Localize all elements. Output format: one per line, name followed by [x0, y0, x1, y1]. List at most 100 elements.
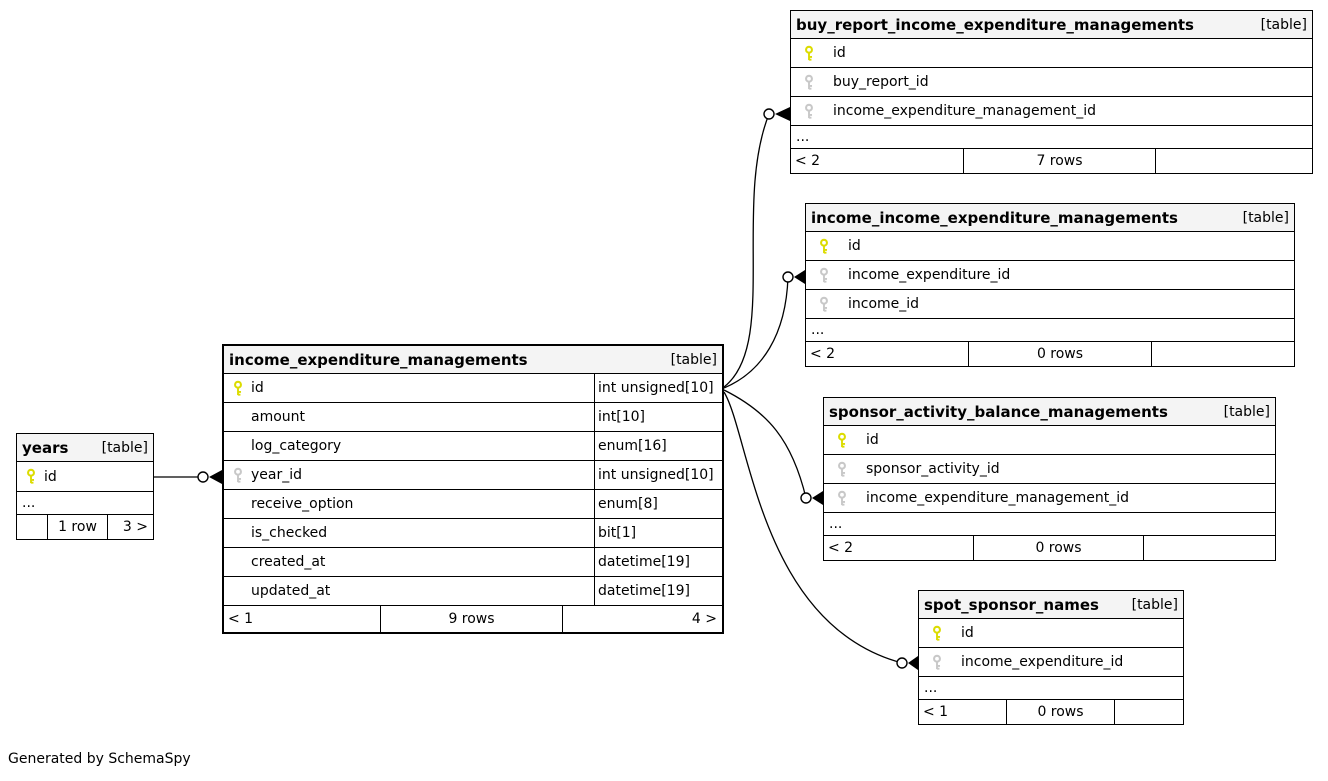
zero-one-circle: [763, 108, 775, 120]
column-type: int unsigned[10]: [594, 461, 722, 489]
ellipsis-row: ...: [919, 677, 1183, 700]
table-footer: < 1 0 rows: [919, 700, 1183, 724]
foreign-key-icon: [234, 467, 242, 483]
ellipsis: ...: [811, 322, 825, 338]
column-row: is_checked bit[1]: [224, 519, 722, 548]
table-buy-report-income-expenditure-managements[interactable]: buy_report_income_expenditure_management…: [790, 10, 1313, 174]
footer-children: 4 >: [562, 606, 722, 632]
column-name: year_id: [251, 467, 303, 483]
column-type: datetime[19]: [594, 548, 722, 576]
column-row: income_id: [806, 290, 1294, 319]
column-row: sponsor_activity_id: [824, 455, 1275, 484]
column-name: id: [866, 432, 879, 448]
column-type: bit[1]: [594, 519, 722, 547]
footer-children: [1114, 700, 1183, 724]
column-name: amount: [251, 409, 306, 425]
column-name: income_id: [848, 296, 920, 312]
footer-parents: < 1: [923, 704, 949, 720]
table-header[interactable]: income_expenditure_managements [table]: [224, 346, 722, 374]
foreign-key-icon: [805, 103, 813, 119]
column-type: enum[8]: [594, 490, 722, 518]
table-footer: < 2 0 rows: [806, 342, 1294, 366]
table-header[interactable]: sponsor_activity_balance_managements [ta…: [824, 398, 1275, 426]
column-name: sponsor_activity_id: [866, 461, 1000, 477]
table-type-badge: [table]: [670, 351, 717, 368]
table-header[interactable]: years [table]: [17, 434, 153, 462]
ellipsis: ...: [829, 516, 843, 532]
table-name[interactable]: income_income_expenditure_managements: [811, 208, 1178, 227]
column-row: buy_report_id: [791, 68, 1312, 97]
ellipsis-row: ...: [17, 492, 153, 515]
foreign-key-icon: [838, 461, 846, 477]
footer-rowcount: 9 rows: [380, 606, 562, 632]
column-row: income_expenditure_id: [919, 648, 1183, 677]
table-name[interactable]: sponsor_activity_balance_managements: [829, 402, 1168, 421]
column-name: income_expenditure_management_id: [866, 490, 1130, 506]
table-spot-sponsor-names[interactable]: spot_sponsor_names [table] id income_exp…: [918, 590, 1184, 725]
ellipsis: ...: [22, 495, 36, 511]
arrowhead: [794, 270, 805, 284]
foreign-key-icon: [838, 490, 846, 506]
relationship-line-income-income: [723, 276, 789, 389]
footer-parents: [17, 515, 47, 539]
footer-rowcount: 0 rows: [973, 536, 1143, 560]
ellipsis-row: ...: [824, 513, 1275, 536]
column-name: is_checked: [251, 525, 328, 541]
footer-parents: < 2: [828, 540, 854, 556]
table-type-badge: [table]: [1260, 16, 1307, 33]
foreign-key-icon: [805, 74, 813, 90]
footer-parents: < 2: [810, 346, 836, 362]
column-name: id: [848, 238, 861, 254]
table-name[interactable]: buy_report_income_expenditure_management…: [796, 15, 1194, 34]
footer-rowcount: 0 rows: [1006, 700, 1114, 724]
column-type: datetime[19]: [594, 577, 722, 605]
footer-children: 3 >: [107, 515, 153, 539]
table-sponsor-activity-balance-managements[interactable]: sponsor_activity_balance_managements [ta…: [823, 397, 1276, 561]
primary-key-icon: [933, 625, 941, 641]
footer-rowcount: 7 rows: [963, 149, 1155, 173]
table-type-badge: [table]: [1223, 403, 1270, 420]
column-row: id: [824, 426, 1275, 455]
table-header[interactable]: spot_sponsor_names [table]: [919, 591, 1183, 619]
ellipsis: ...: [924, 680, 938, 696]
arrowhead: [209, 470, 222, 484]
column-name: id: [961, 625, 974, 641]
column-row: income_expenditure_id: [806, 261, 1294, 290]
table-type-badge: [table]: [101, 439, 148, 456]
column-name: updated_at: [251, 583, 331, 599]
foreign-key-icon: [820, 267, 828, 283]
primary-key-icon: [838, 432, 846, 448]
table-footer: < 2 0 rows: [824, 536, 1275, 560]
column-name: income_expenditure_management_id: [833, 103, 1097, 119]
table-name[interactable]: years: [22, 438, 69, 457]
table-income-income-expenditure-managements[interactable]: income_income_expenditure_managements [t…: [805, 203, 1295, 367]
zero-one-circle: [197, 471, 209, 483]
column-row: income_expenditure_management_id: [824, 484, 1275, 513]
table-income-expenditure-managements[interactable]: income_expenditure_managements [table] i…: [222, 344, 724, 634]
foreign-key-icon: [933, 654, 941, 670]
relationship-line-buy-report: [723, 113, 770, 388]
table-type-badge: [table]: [1131, 596, 1178, 613]
column-name: income_expenditure_id: [961, 654, 1124, 670]
footer-children: [1143, 536, 1275, 560]
column-name: id: [44, 468, 57, 485]
column-type: enum[16]: [594, 432, 722, 460]
ellipsis-row: ...: [806, 319, 1294, 342]
table-name[interactable]: income_expenditure_managements: [229, 350, 528, 369]
table-type-badge: [table]: [1242, 209, 1289, 226]
column-row: log_category enum[16]: [224, 432, 722, 461]
table-name[interactable]: spot_sponsor_names: [924, 595, 1099, 614]
arrowhead: [908, 656, 918, 670]
footer-rowcount: 1 row: [47, 515, 107, 539]
table-header[interactable]: income_income_expenditure_managements [t…: [806, 204, 1294, 232]
column-name: id: [833, 45, 846, 61]
column-name: receive_option: [251, 496, 354, 512]
column-row: id: [17, 462, 153, 492]
column-row: receive_option enum[8]: [224, 490, 722, 519]
table-years[interactable]: years [table] id ... 1 row 3 >: [16, 433, 154, 540]
footer-children: [1155, 149, 1312, 173]
table-header[interactable]: buy_report_income_expenditure_management…: [791, 11, 1312, 39]
column-name: id: [251, 380, 264, 396]
footer-children: [1151, 342, 1294, 366]
